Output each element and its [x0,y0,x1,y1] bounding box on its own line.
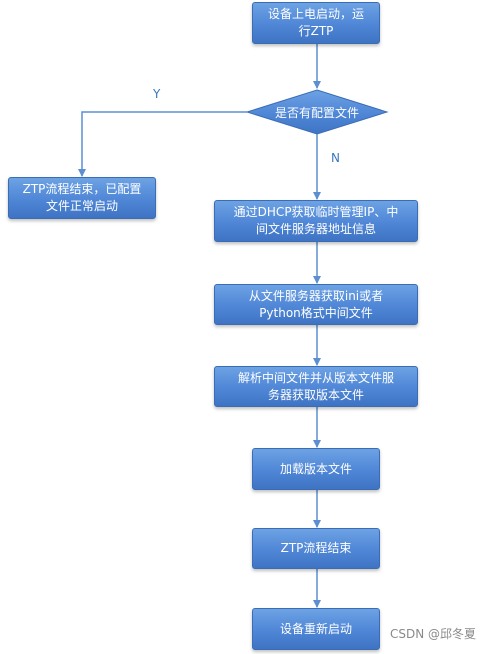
node-start: 设备上电启动，运 行ZTP [252,2,380,44]
node-parse: 解析中间文件并从版本文件服 务器获取版本文件 [214,366,418,407]
node-ztp-end-label: ZTP流程结束 [280,541,352,555]
node-parse-line1: 解析中间文件并从版本文件服 [237,370,394,385]
node-load: 加载版本文件 [252,448,380,490]
decision-label-text: 是否有配置文件 [274,105,359,120]
node-config-end: ZTP流程结束，已配置 文件正常启动 [8,177,156,219]
node-config-end-line2: 文件正常启动 [45,199,118,213]
node-dhcp-line1: 通过DHCP获取临时管理IP、中 [233,205,399,219]
node-fetch: 从文件服务器获取ini或者 Python格式中间文件 [214,284,418,325]
watermark: CSDN @邱冬夏 [389,627,476,641]
node-ztp-end: ZTP流程结束 [252,528,380,569]
node-start-line2: 行ZTP [298,24,334,38]
edge-label-yes: Y [153,87,161,101]
node-fetch-line2: Python格式中间文件 [259,305,373,320]
edge-label-no: N [331,151,340,165]
node-parse-line2: 务器获取版本文件 [267,387,364,402]
node-dhcp-line2: 间文件服务器地址信息 [255,222,376,236]
node-config-end-line1: ZTP流程结束，已配置 [22,182,142,196]
node-load-label: 加载版本文件 [279,461,352,476]
node-restart: 设备重新启动 [252,608,380,650]
node-fetch-line1: 从文件服务器获取ini或者 [248,288,384,303]
arrow-decision-yes [78,111,247,177]
decision-label: 是否有配置文件 [247,90,387,134]
node-dhcp: 通过DHCP获取临时管理IP、中 间文件服务器地址信息 [214,200,418,242]
node-restart-label: 设备重新启动 [279,621,352,636]
node-start-line1: 设备上电启动，运 [267,7,364,21]
